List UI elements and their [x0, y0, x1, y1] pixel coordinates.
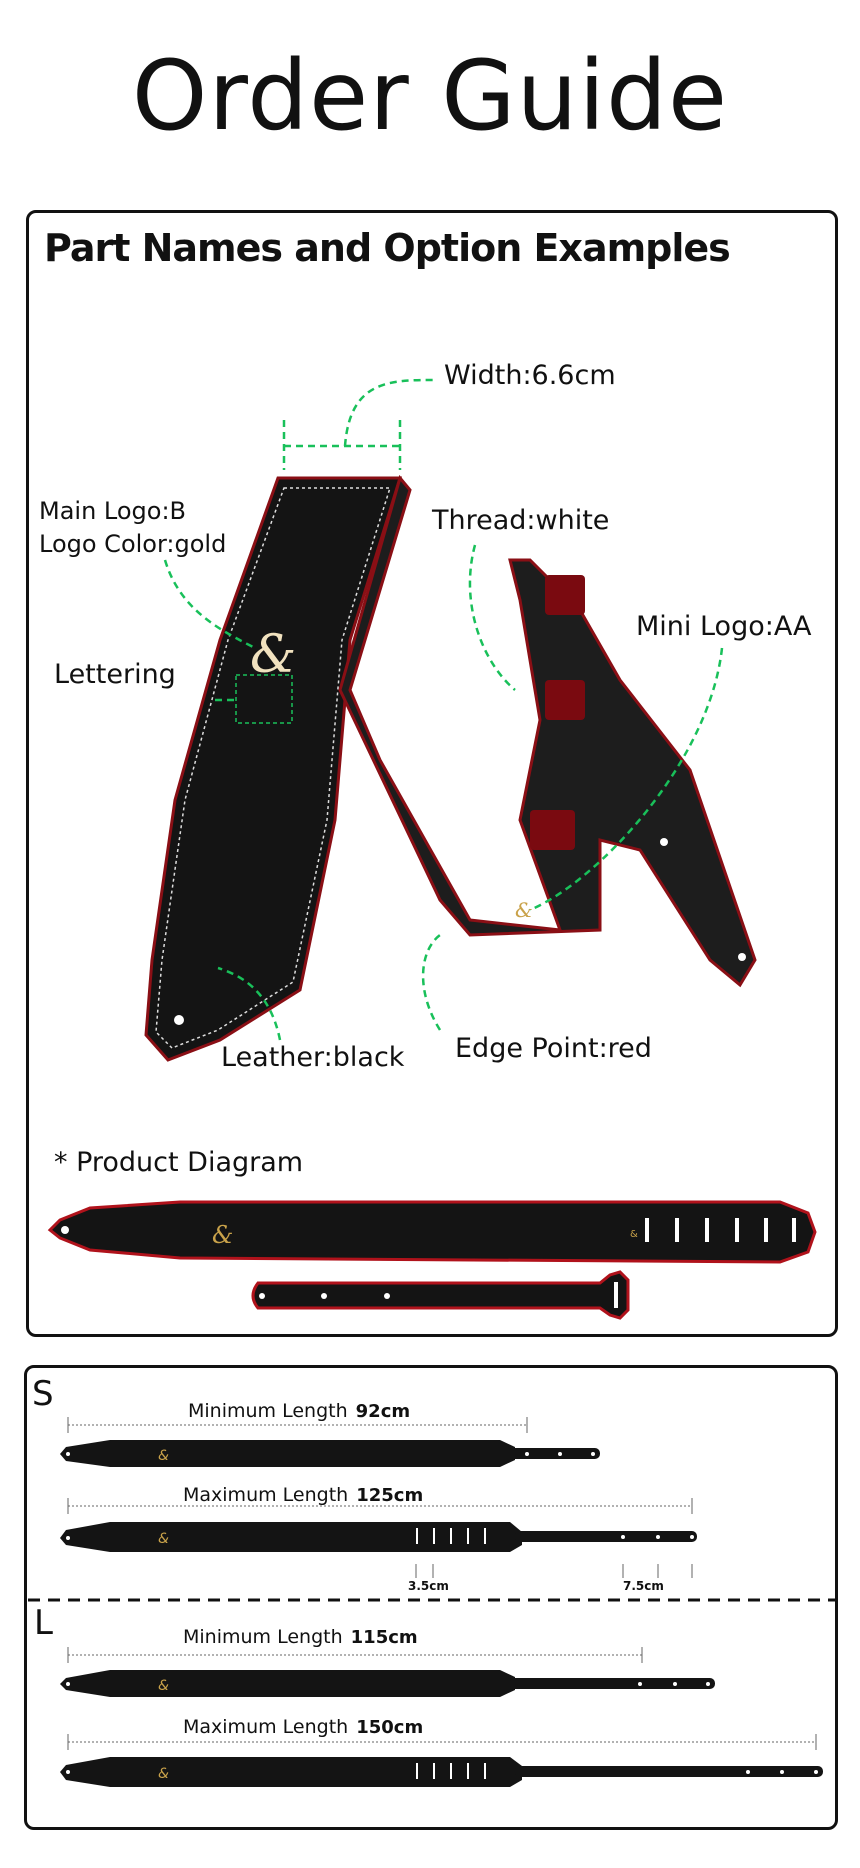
mini-logo-label: Mini Logo:AA [636, 611, 812, 642]
size-straps: & & & & [28, 1417, 836, 1787]
hole-gap-label: 3.5cm [408, 1579, 449, 1593]
mini-logo-mark: & [515, 898, 533, 922]
tail-gap-label: 7.5cm [623, 1579, 664, 1593]
strap-slot [545, 575, 585, 615]
strap-front-stitch [155, 487, 392, 1049]
strap-hole [660, 838, 668, 846]
size-panel [24, 1365, 838, 1830]
length-label: Minimum Length [183, 1626, 343, 1648]
svg-text:&: & [158, 1766, 169, 1782]
diagram-slots [645, 1218, 796, 1242]
part-names-panel [26, 210, 838, 1337]
leather-label: Leather:black [221, 1042, 405, 1073]
length-value: 115cm [350, 1627, 418, 1648]
l-min-length: Minimum Length 115cm [183, 1626, 418, 1648]
strap-slot [530, 810, 575, 850]
lettering-label: Lettering [54, 659, 176, 690]
strap-hole [738, 953, 746, 961]
main-logo-label: Main Logo:B [39, 497, 187, 525]
page-title: Order Guide [131, 40, 729, 152]
length-label: Minimum Length [188, 1400, 348, 1422]
l-max-length: Maximum Length 150cm [183, 1716, 423, 1738]
length-value: 125cm [356, 1485, 424, 1506]
lettering-area [235, 674, 293, 724]
length-value: 150cm [356, 1717, 424, 1738]
size-s-label: S [32, 1374, 54, 1414]
diagram-main-strap [47, 1200, 817, 1264]
svg-text:&: & [630, 1229, 638, 1240]
logo-color-label: Logo Color:gold [39, 530, 227, 558]
guide-lines [163, 378, 724, 1041]
strap-hole [174, 1015, 184, 1025]
strap-back [338, 474, 757, 988]
product-diagram-label: * Product Diagram [54, 1147, 304, 1178]
width-label: Width:6.6cm [444, 360, 616, 391]
length-value: 92cm [355, 1401, 411, 1422]
svg-text:&: & [158, 1678, 169, 1694]
s-min-length: Minimum Length 92cm [188, 1400, 410, 1422]
length-label: Maximum Length [183, 1716, 349, 1738]
strap-slot [545, 680, 585, 720]
svg-text:&: & [158, 1531, 169, 1547]
diagram-logo: & [212, 1221, 233, 1249]
length-label: Maximum Length [183, 1484, 349, 1506]
main-logo-mark: & [250, 625, 296, 685]
svg-text:&: & [158, 1448, 169, 1464]
edge-point-label: Edge Point:red [455, 1033, 652, 1064]
strap-front [144, 476, 403, 1062]
size-l-label: L [34, 1603, 53, 1643]
diagram-tail-strap [251, 1270, 630, 1320]
thread-label: Thread:white [432, 505, 610, 536]
s-max-length: Maximum Length 125cm [183, 1484, 423, 1506]
section-heading: Part Names and Option Examples [44, 226, 731, 270]
